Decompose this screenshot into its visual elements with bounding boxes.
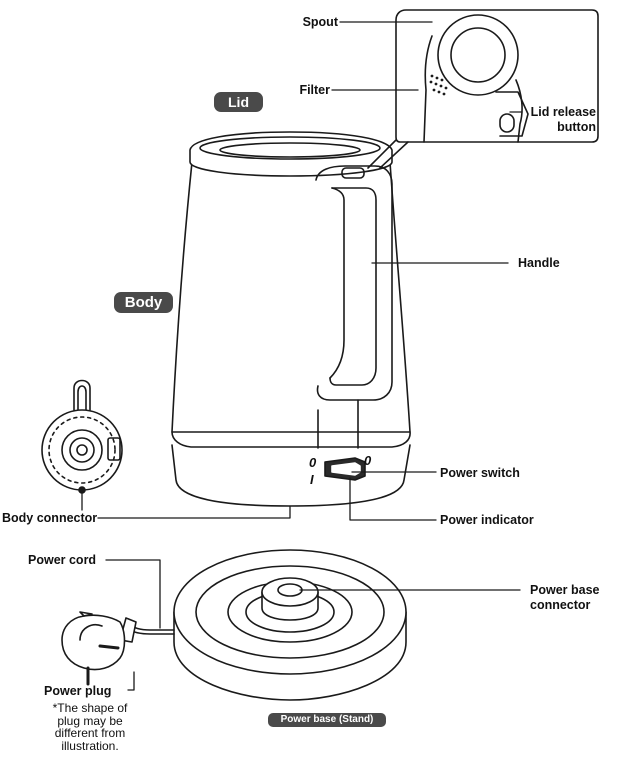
kettle-handle bbox=[315, 165, 393, 449]
lid-release-label-line1: Lid release bbox=[530, 105, 596, 119]
power-cord-and-plug bbox=[61, 611, 175, 686]
power-base-connector-label-line1: Power base bbox=[530, 583, 600, 597]
handle-label: Handle bbox=[518, 256, 560, 270]
note-line-3: different from bbox=[54, 726, 126, 740]
filter-mesh bbox=[429, 74, 448, 96]
lid-release-label-line2: button bbox=[557, 120, 596, 134]
kettle-body bbox=[171, 161, 411, 507]
note-line-2: plug may be bbox=[57, 713, 123, 728]
power-plug-label: Power plug bbox=[44, 684, 112, 698]
plug-shape-note: *The shape of plug may be different from… bbox=[30, 702, 150, 752]
switch-off-mark-right: 0 bbox=[364, 453, 372, 468]
switch-on-mark: I bbox=[310, 472, 314, 487]
body-connector-view bbox=[41, 379, 123, 494]
power-cord-label: Power cord bbox=[28, 553, 97, 567]
power-base bbox=[173, 549, 407, 701]
note-line-4: illustration. bbox=[61, 738, 119, 753]
lid-badge: Lid bbox=[214, 92, 263, 112]
body-connector-label: Body connector bbox=[2, 511, 98, 525]
power-base-connector-label-line2: connector bbox=[530, 598, 591, 612]
power-switch-label: Power switch bbox=[440, 466, 520, 480]
power-switch-graphic bbox=[324, 457, 366, 481]
kettle-lid bbox=[189, 131, 393, 177]
note-line-1: *The shape of bbox=[52, 701, 128, 715]
spout-label: Spout bbox=[302, 15, 338, 29]
power-indicator-label: Power indicator bbox=[440, 513, 534, 527]
body-badge: Body bbox=[114, 292, 173, 313]
filter-label: Filter bbox=[299, 83, 330, 97]
switch-off-mark-left: 0 bbox=[309, 455, 317, 470]
zoom-callout bbox=[367, 9, 599, 169]
leader-lines bbox=[81, 21, 523, 691]
power-base-badge: Power base (Stand) bbox=[268, 713, 386, 727]
